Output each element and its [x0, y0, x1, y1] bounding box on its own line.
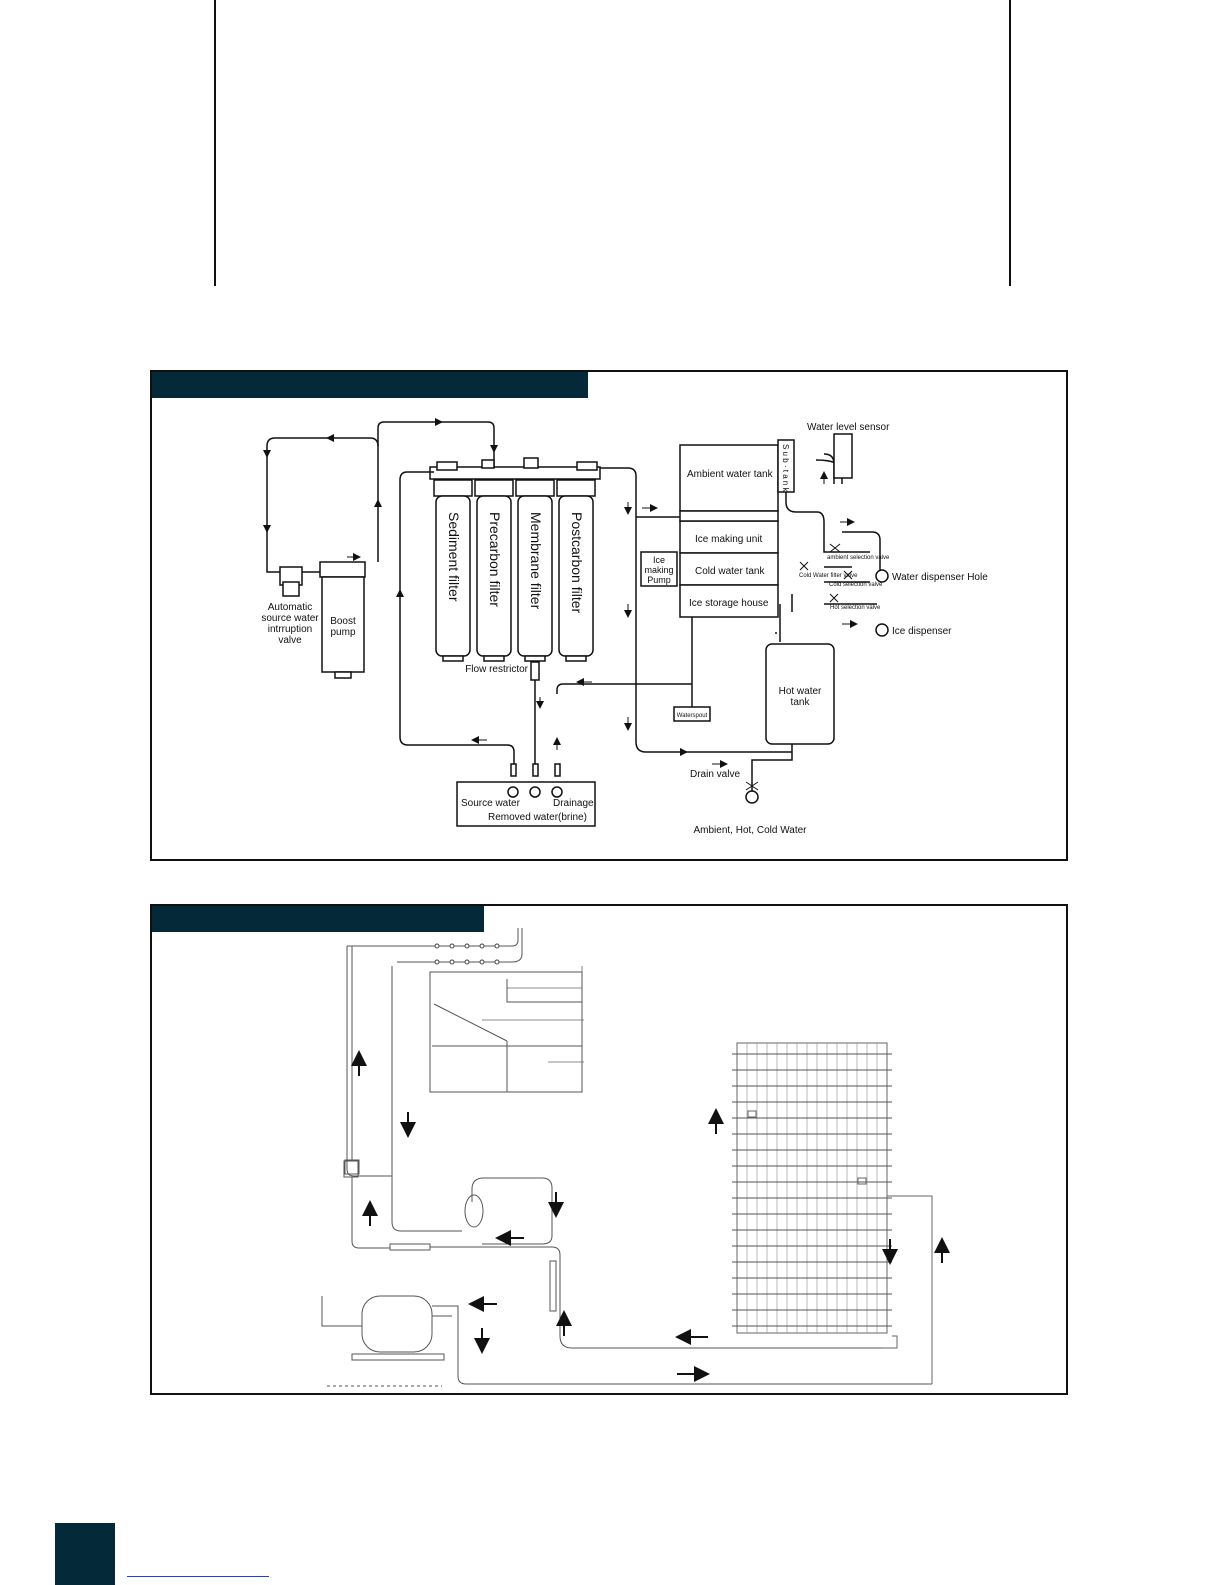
postcarbon-filter-body — [556, 479, 596, 662]
hot-selection-valve — [829, 593, 839, 603]
drainage-label: Drainage — [553, 798, 594, 809]
source-water-port — [507, 786, 519, 798]
pipe-left-main — [399, 471, 515, 764]
cold-water-filter-valve-label: Cold Water filter valve — [799, 573, 858, 579]
hot-water-tank-label-1: Hot water — [779, 686, 822, 697]
flow-restrictor-body — [530, 661, 540, 681]
drain-valve-symbol — [745, 781, 759, 791]
hot-water-tank-box — [765, 643, 835, 745]
auto-valve-label-1: Automatic — [268, 602, 312, 613]
ice-dispenser-port — [875, 623, 889, 637]
cold-selection-valve — [843, 570, 853, 580]
ice-making-unit-label: Ice making unit — [695, 534, 762, 545]
ice-storage-house-label: Ice storage house — [689, 598, 769, 609]
ambient-selection-valve — [829, 543, 841, 553]
membrane-filter-label: Membrane filter — [528, 512, 544, 610]
sediment-filter-label: Sediment filter — [446, 512, 462, 602]
cold-water-tank-box — [679, 552, 779, 586]
pipe-drainage — [556, 683, 692, 694]
ice-tray-box — [429, 971, 583, 1093]
ice-making-pump-label-1: Ice — [653, 555, 665, 565]
postcarbon-filter-label: Postcarbon filter — [569, 512, 585, 613]
hot-selection-valve-label: Hot selection valve — [830, 605, 881, 611]
evaporator-top-pipe — [346, 946, 392, 1177]
water-flow-panel: Automatic source water intrruption valve… — [150, 370, 1068, 861]
sediment-filter-body — [433, 479, 473, 662]
condenser — [732, 1042, 933, 1384]
ice-making-pump-box — [640, 551, 678, 587]
page-frame-left-line — [214, 0, 216, 286]
cold-water-filter-valve — [799, 561, 809, 571]
filter-drier — [343, 1160, 359, 1178]
drain-outlet — [745, 790, 759, 804]
ice-making-unit-box — [679, 520, 779, 554]
pipe-top-inlet — [377, 421, 495, 467]
pipe-sensor — [785, 447, 870, 553]
ambient-hot-cold-label: Ambient, Hot, Cold Water — [693, 825, 807, 836]
waterspout-box — [673, 706, 711, 722]
ice-making-pump-label-3: Pump — [647, 575, 671, 585]
precarbon-filter-label: Precarbon filter — [487, 512, 503, 607]
ambient-water-tank-box — [679, 444, 779, 512]
refrigeration-panel — [150, 904, 1068, 1395]
water-level-sensor-box — [833, 433, 853, 479]
water-flow-diagram: Automatic source water intrruption valve… — [261, 418, 988, 836]
source-drain-box — [456, 781, 596, 827]
precarbon-filter-body — [474, 479, 514, 662]
ice-dispenser-label: Ice dispenser — [892, 626, 952, 637]
water-dispenser-hole — [875, 569, 889, 583]
boost-pump — [319, 561, 366, 679]
cold-selection-valve-label: Cold selection valve — [829, 582, 883, 588]
refrigeration-diagram — [321, 928, 950, 1387]
refrigeration-header-bar — [152, 906, 484, 932]
page-frame-right-line — [1009, 0, 1011, 286]
water-dispenser-hole-label: Water dispenser Hole — [892, 572, 988, 583]
source-water-label: Source water — [461, 798, 521, 809]
waterspout-label: Waterspout — [677, 713, 708, 719]
boost-pump-label-1: Boost — [330, 616, 356, 627]
cold-water-tank-label: Cold water tank — [695, 566, 765, 577]
drainage-port — [551, 786, 563, 798]
ambient-water-tank-label: Ambient water tank — [687, 469, 774, 480]
footer-link-underline[interactable] — [127, 1576, 269, 1577]
pipe-loop-left — [266, 437, 379, 573]
pipe-center-right — [600, 467, 792, 753]
membrane-filter-body — [515, 479, 555, 662]
removed-water-port — [529, 786, 541, 798]
auto-valve-label-4: valve — [278, 635, 302, 646]
water-flow-header-bar — [152, 372, 588, 398]
boost-pump-label-2: pump — [330, 627, 355, 638]
drain-valve-label: Drain valve — [690, 769, 740, 780]
compressor — [321, 1295, 932, 1387]
hot-water-tank-label-2: tank — [791, 697, 811, 708]
ice-storage-house-box — [679, 584, 779, 618]
pipe-drain — [751, 742, 793, 792]
accumulator — [464, 1194, 484, 1228]
page-number-tab — [55, 1523, 115, 1585]
sub-tank-box — [777, 439, 795, 493]
ice-making-pump-label-2: making — [644, 565, 673, 575]
flow-restrictor-label: Flow restrictor — [465, 664, 528, 675]
water-level-sensor-label: Water level sensor — [807, 422, 890, 433]
ambient-selection-valve-label: ambient selection valve — [827, 555, 890, 561]
capillary-section — [549, 1260, 557, 1312]
auto-valve-label-2: source water — [261, 613, 319, 624]
removed-water-label: Removed water(brine) — [488, 812, 587, 823]
auto-valve-label-3: intrruption — [268, 624, 312, 635]
sub-tank-label: S u b · t a n k — [781, 444, 790, 493]
auto-source-valve — [279, 566, 303, 597]
